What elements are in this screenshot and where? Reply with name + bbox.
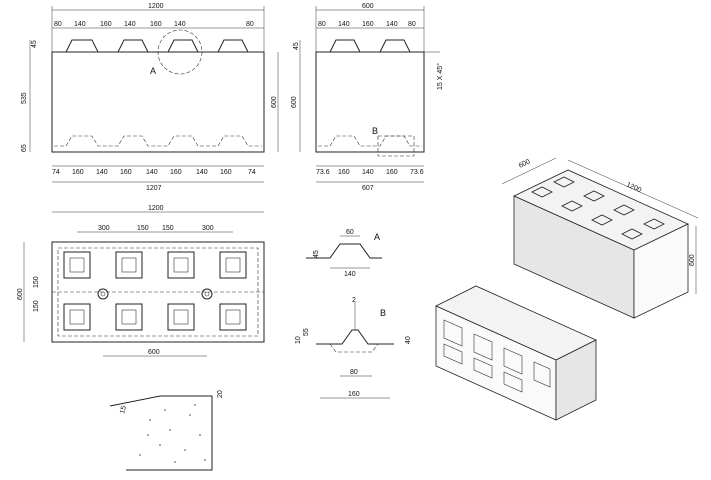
detail-b-bottom: 160 bbox=[348, 391, 360, 398]
side-bot-dim-2: 140 bbox=[362, 169, 374, 176]
top-left-dim-0: 600 bbox=[17, 288, 24, 300]
front-bot-dim-5: 160 bbox=[170, 169, 182, 176]
detail-a-top: 60 bbox=[346, 229, 354, 236]
side-top-dim-2: 160 bbox=[362, 21, 374, 28]
detail-a-label: A bbox=[150, 66, 156, 76]
detail-a-circle bbox=[157, 29, 203, 75]
front-top-dim-1: 140 bbox=[74, 21, 86, 28]
front-left-dim-2: 65 bbox=[21, 144, 28, 152]
detail-b-left-b: 55 bbox=[303, 328, 310, 336]
top-view: 1200 300 150 150 300 600 150 150 600 bbox=[17, 205, 265, 357]
chamfer-profile bbox=[109, 395, 213, 471]
top-dim-1: 150 bbox=[137, 225, 149, 232]
detail-b-label: B bbox=[372, 126, 378, 136]
front-top-dim-4: 160 bbox=[150, 21, 162, 28]
detail-a-profile bbox=[306, 243, 382, 259]
front-bot-dim-4: 140 bbox=[146, 169, 158, 176]
detail-b-profile bbox=[316, 329, 394, 345]
chamfer-detail: 20 15 bbox=[109, 390, 224, 471]
front-top-dim-6: 80 bbox=[246, 21, 254, 28]
detail-b-top: 2 bbox=[352, 297, 356, 304]
side-left-dim-0: 45 bbox=[293, 42, 300, 50]
top-left-dim-1: 150 bbox=[33, 276, 40, 288]
side-top-dim-4: 80 bbox=[408, 21, 416, 28]
front-right-dim: 600 bbox=[271, 96, 278, 108]
chamfer-angle: 15 bbox=[119, 405, 128, 414]
side-view: B 600 80 140 160 140 80 73.6 160 140 160… bbox=[291, 3, 444, 192]
side-view-outline bbox=[315, 51, 425, 153]
top-dim-2: 150 bbox=[162, 225, 174, 232]
detail-b: 2 B 10 55 40 80 160 bbox=[295, 297, 412, 399]
iso-dim-length: 1200 bbox=[625, 181, 642, 194]
side-left-dim-1: 600 bbox=[291, 96, 298, 108]
detail-b-box bbox=[377, 135, 415, 157]
front-bot-dim-6: 140 bbox=[196, 169, 208, 176]
front-bot-dim-1: 160 bbox=[72, 169, 84, 176]
front-left-dim-0: 45 bbox=[31, 40, 38, 48]
iso-dim-height: 600 bbox=[689, 254, 696, 266]
front-top-dim-5: 140 bbox=[174, 21, 186, 28]
iso-view-bottom bbox=[435, 285, 597, 421]
front-bot-dim-7: 160 bbox=[220, 169, 232, 176]
front-dim-overall: 1200 bbox=[148, 3, 164, 10]
front-top-dim-0: 80 bbox=[54, 21, 62, 28]
front-bot-dim-0: 74 bbox=[52, 169, 60, 176]
top-view-lugs bbox=[63, 251, 247, 331]
iso-view-top: 600 1200 600 bbox=[501, 157, 699, 319]
detail-b-title: B bbox=[380, 308, 386, 318]
detail-b-left-a: 10 bbox=[295, 336, 302, 344]
side-bot-dim-1: 160 bbox=[338, 169, 350, 176]
side-bot-dim-3: 160 bbox=[386, 169, 398, 176]
detail-b-right: 40 bbox=[405, 336, 412, 344]
chamfer-hatching bbox=[139, 404, 206, 463]
top-dim-0: 300 bbox=[98, 225, 110, 232]
chamfer-side: 20 bbox=[217, 390, 224, 398]
top-dim-bottom: 600 bbox=[148, 349, 160, 356]
side-bot-dim-0: 73.6 bbox=[316, 169, 330, 176]
front-view-outline bbox=[51, 51, 265, 153]
front-left-dim-1: 535 bbox=[21, 92, 28, 104]
top-dim-3: 300 bbox=[202, 225, 214, 232]
front-view: A 1200 80 140 160 140 160 140 80 74 160 … bbox=[21, 3, 279, 192]
front-top-dim-2: 160 bbox=[100, 21, 112, 28]
side-bottom-recess bbox=[318, 135, 422, 147]
side-bot-dim-4: 73.6 bbox=[410, 169, 424, 176]
front-bot-dim-2: 140 bbox=[96, 169, 108, 176]
front-top-bumps bbox=[65, 39, 249, 53]
top-left-dim-2: 150 bbox=[33, 300, 40, 312]
iso-dim-depth: 600 bbox=[518, 158, 532, 169]
side-dim-overall: 600 bbox=[362, 3, 374, 10]
front-dim-overall-bottom: 1207 bbox=[146, 185, 162, 192]
detail-a-side: 45 bbox=[313, 250, 320, 258]
detail-a-title: A bbox=[374, 232, 380, 242]
iso-top-lugs bbox=[531, 176, 665, 240]
side-top-dim-3: 140 bbox=[386, 21, 398, 28]
front-bot-dim-3: 160 bbox=[120, 169, 132, 176]
iso2-recess-pattern bbox=[443, 319, 551, 393]
front-bottom-recess bbox=[54, 135, 262, 147]
side-top-dim-0: 80 bbox=[318, 21, 326, 28]
detail-b-mid: 80 bbox=[350, 369, 358, 376]
side-chamfer-note: 15 X 45° bbox=[436, 63, 444, 90]
iso2-side-face bbox=[555, 339, 597, 421]
front-top-dim-3: 140 bbox=[124, 21, 136, 28]
detail-b-recess bbox=[329, 343, 379, 353]
side-dim-overall-bottom: 607 bbox=[362, 185, 374, 192]
side-top-bumps bbox=[329, 39, 411, 53]
side-top-dim-1: 140 bbox=[338, 21, 350, 28]
top-dim-overall: 1200 bbox=[148, 205, 164, 212]
detail-a: 60 A 45 140 bbox=[306, 229, 382, 278]
iso-side-face bbox=[633, 223, 689, 319]
front-bot-dim-8: 74 bbox=[248, 169, 256, 176]
detail-a-bottom: 140 bbox=[344, 271, 356, 278]
